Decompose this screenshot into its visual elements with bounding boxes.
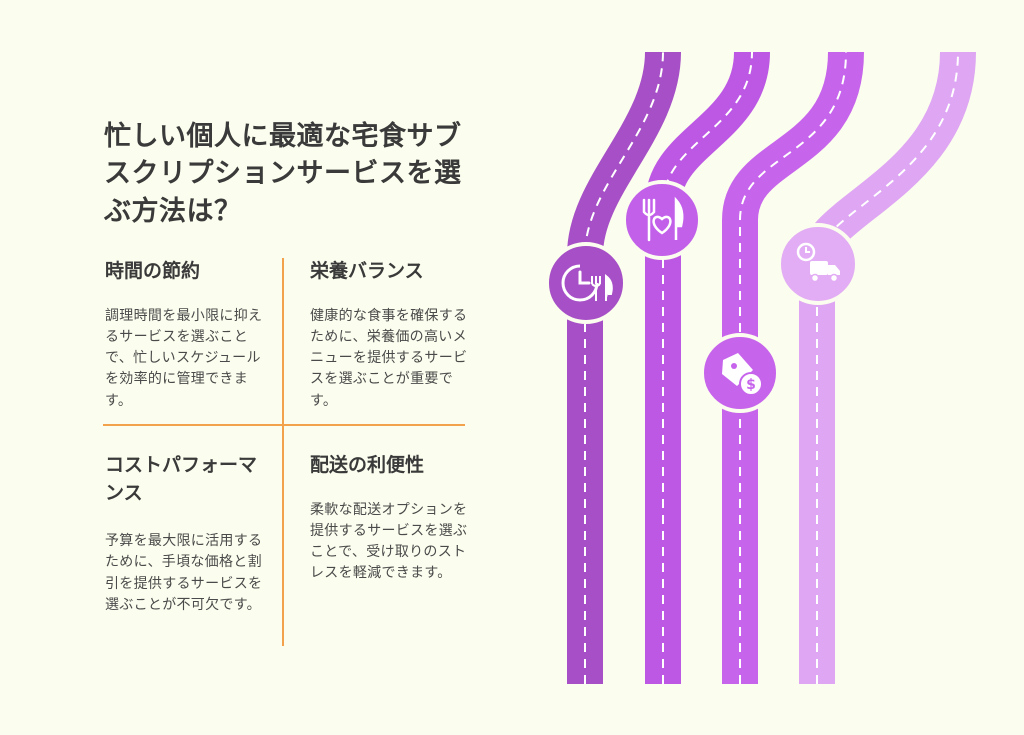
card-nutrition-balance: 栄養バランス 健康的な食事を確保するために、栄養価の高いメニューを提供するサービ…: [310, 258, 470, 412]
card-body: 調理時間を最小限に抑えるサービスを選ぶことで、忙しいスケジュールを効率的に管理で…: [105, 307, 263, 409]
card-body: 健康的な食事を確保するために、栄養価の高いメニューを提供するサービスを選ぶことが…: [310, 307, 468, 409]
card-time-saving: 時間の節約 調理時間を最小限に抑えるサービスを選ぶことで、忙しいスケジュールを効…: [105, 258, 265, 412]
card-delivery-convenience: 配送の利便性 柔軟な配送オプションを提供するサービスを選ぶことで、受け取りのスト…: [310, 452, 470, 585]
card-title: 時間の節約: [105, 260, 201, 282]
card-body: 予算を最大限に活用するために、手頃な価格と割引を提供するサービスを選ぶことが不可…: [105, 533, 263, 613]
road-1-centerline: [584, 51, 664, 684]
svg-text:$: $: [746, 377, 756, 393]
card-title: コストパフォーマンス: [105, 454, 258, 504]
clock-meal-icon: [545, 242, 627, 324]
delivery-truck-clock-icon: [777, 223, 859, 305]
card-body: 柔軟な配送オプションを提供するサービスを選ぶことで、受け取りのストレスを軽減でき…: [310, 501, 468, 582]
road-2-centerline: [662, 51, 753, 684]
page-title: 忙しい個人に最適な宅食サブスクリプションサービスを選ぶ方法は？: [104, 121, 462, 227]
card-title: 栄養バランス: [310, 260, 424, 282]
road-3-centerline: [739, 51, 847, 684]
fork-knife-heart-icon: [622, 180, 702, 260]
price-tag-dollar-icon: $: [700, 333, 780, 413]
card-title: 配送の利便性: [310, 454, 425, 476]
horizontal-divider: [103, 424, 465, 426]
card-cost-performance: コストパフォーマンス 予算を最大限に活用するために、手頃な価格と割引を提供するサ…: [105, 452, 265, 616]
vertical-divider: [282, 258, 284, 646]
road-4: [799, 51, 976, 684]
